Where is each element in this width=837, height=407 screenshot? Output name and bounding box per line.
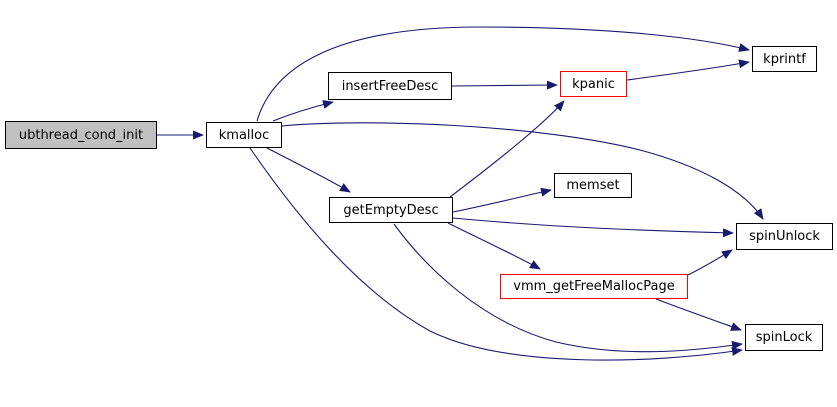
edge-getEmptyDesc-to-kpanic — [449, 100, 565, 198]
edge-kmalloc-to-insertFreeDesc — [272, 100, 334, 122]
edge-vmm_getFreeMallocPage-to-spinUnlock — [687, 249, 733, 276]
node-label: spinUnlock — [749, 229, 820, 244]
node-ubthread_cond_init[interactable]: ubthread_cond_init — [5, 121, 157, 149]
edge-kmalloc-to-spinUnlock — [281, 122, 764, 220]
node-vmm_getFreeMallocPage[interactable]: vmm_getFreeMallocPage — [500, 274, 688, 299]
node-kmalloc[interactable]: kmalloc — [206, 122, 282, 148]
node-label: memset — [566, 178, 620, 193]
edge-kmalloc-to-getEmptyDesc — [266, 147, 351, 193]
node-spinUnlock[interactable]: spinUnlock — [736, 223, 833, 250]
edge-insertFreeDesc-to-kpanic — [451, 80, 558, 90]
edge-getEmptyDesc-to-memset — [452, 187, 552, 213]
node-label: spinLock — [755, 330, 813, 345]
node-label: ubthread_cond_init — [18, 127, 144, 143]
node-insertFreeDesc[interactable]: insertFreeDesc — [328, 72, 452, 100]
node-spinLock[interactable]: spinLock — [745, 324, 823, 351]
edge-getEmptyDesc-to-spinUnlock — [452, 217, 734, 238]
node-label: vmm_getFreeMallocPage — [513, 279, 675, 294]
node-label: kmalloc — [218, 127, 270, 143]
edge-vmm_getFreeMallocPage-to-spinLock — [655, 298, 742, 331]
node-getEmptyDesc[interactable]: getEmptyDesc — [329, 197, 453, 223]
node-kprintf[interactable]: kprintf — [752, 46, 817, 72]
node-label: getEmptyDesc — [343, 202, 439, 218]
edge-getEmptyDesc-to-vmm_getFreeMallocPage — [447, 222, 541, 270]
edge-kmalloc-to-kprintf — [256, 26, 750, 122]
edge-kpanic-to-kprintf — [626, 59, 750, 81]
edge-getEmptyDesc-to-spinLock — [393, 223, 743, 353]
node-kpanic[interactable]: kpanic — [560, 71, 627, 97]
node-label: kpanic — [572, 76, 615, 92]
node-memset[interactable]: memset — [554, 173, 632, 198]
node-label: insertFreeDesc — [341, 78, 439, 94]
edge-kmalloc-to-spinLock — [249, 147, 743, 361]
node-label: kprintf — [763, 51, 806, 67]
